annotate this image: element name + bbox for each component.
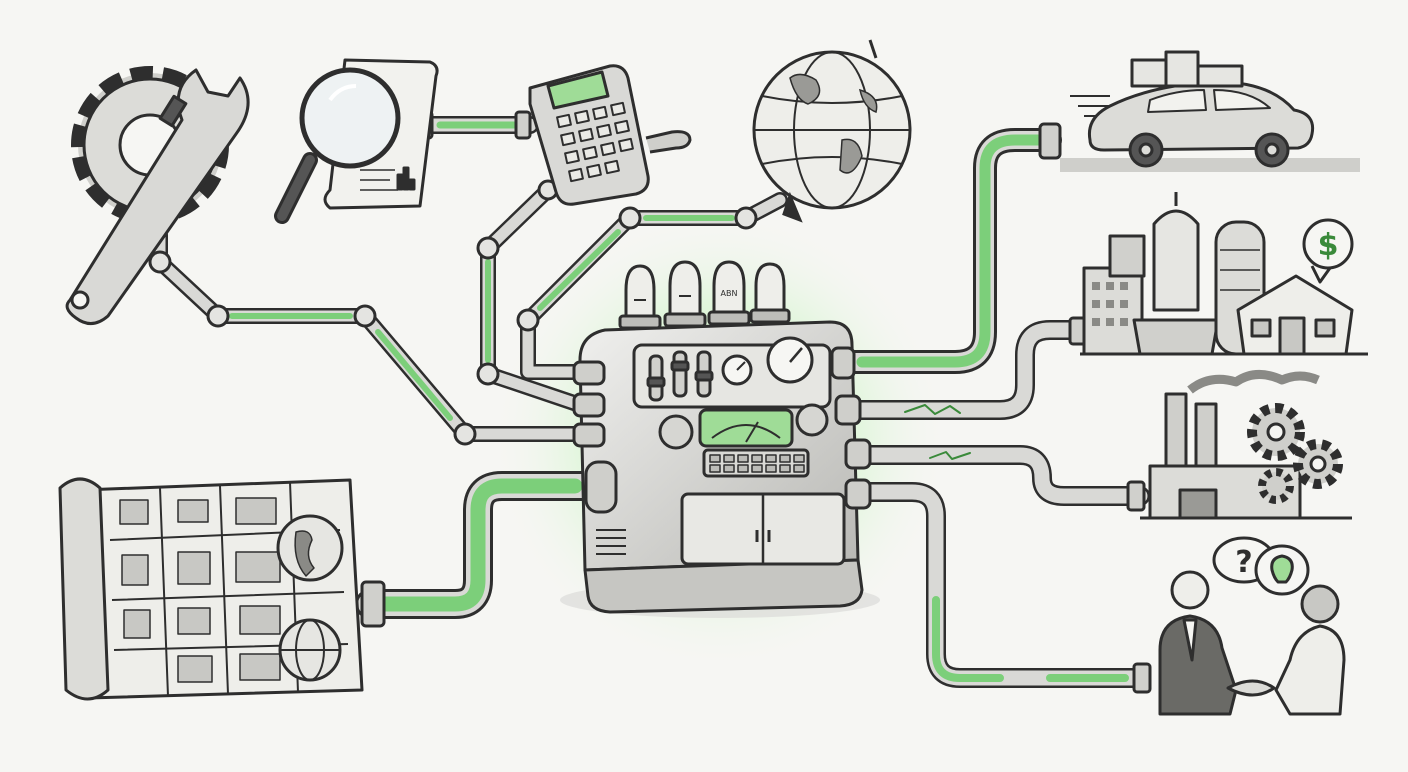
tube-label: ABN (721, 289, 738, 298)
lightbulb-icon (1270, 554, 1294, 584)
handshake-idea-icon: ? (1158, 536, 1346, 716)
gear-cluster-icon (1247, 403, 1343, 504)
calculator-icon (528, 64, 692, 206)
analog-processing-machine-icon: ABN (560, 260, 880, 618)
pipe-machine-to-factory (852, 445, 1150, 506)
left-dial-icon (658, 414, 694, 450)
delivery-car-icon (1060, 50, 1360, 172)
map-globe-americas-icon (276, 514, 344, 582)
vacuum-tubes: ABN (618, 260, 791, 330)
slider-controls (646, 350, 714, 402)
globe-icon (752, 39, 912, 223)
pipe-calculator-to-machine (480, 182, 588, 413)
wrench-gear-icon (65, 66, 250, 325)
pipe-joints (148, 179, 758, 446)
pipe-map-to-machine (355, 471, 605, 619)
pipe-network (152, 116, 1150, 688)
pipe-machine-to-handshake (852, 482, 1150, 688)
dollar-symbol: $ (1318, 228, 1339, 263)
magnifier-document-icon (274, 58, 439, 224)
city-map-icon (58, 477, 364, 701)
question-mark: ? (1235, 545, 1252, 580)
right-dial-icon (795, 403, 829, 437)
analog-meter-display (698, 408, 794, 448)
city-real-estate-icon: $ (1080, 192, 1368, 356)
dollar-speech-bubble-icon (1302, 218, 1354, 270)
factory-gears-icon (1140, 370, 1352, 520)
pipe-machine-to-city (840, 320, 1092, 420)
pressure-gauge-icon (766, 336, 814, 384)
pipe-machine-to-car (838, 128, 1062, 374)
